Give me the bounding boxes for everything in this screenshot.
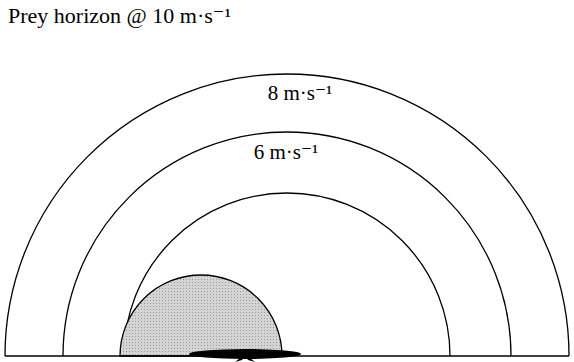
shaded-zone — [120, 275, 282, 356]
horizon-arc-10 — [5, 74, 569, 356]
bird-silhouette — [189, 349, 301, 362]
speed-label: 6 m·s⁻¹ — [254, 141, 319, 164]
prey-horizon-label: Prey horizon @ 10 m·s⁻¹ — [8, 4, 231, 28]
speed-label: 8 m·s⁻¹ — [268, 82, 333, 105]
horizon-arc-8 — [63, 132, 511, 356]
